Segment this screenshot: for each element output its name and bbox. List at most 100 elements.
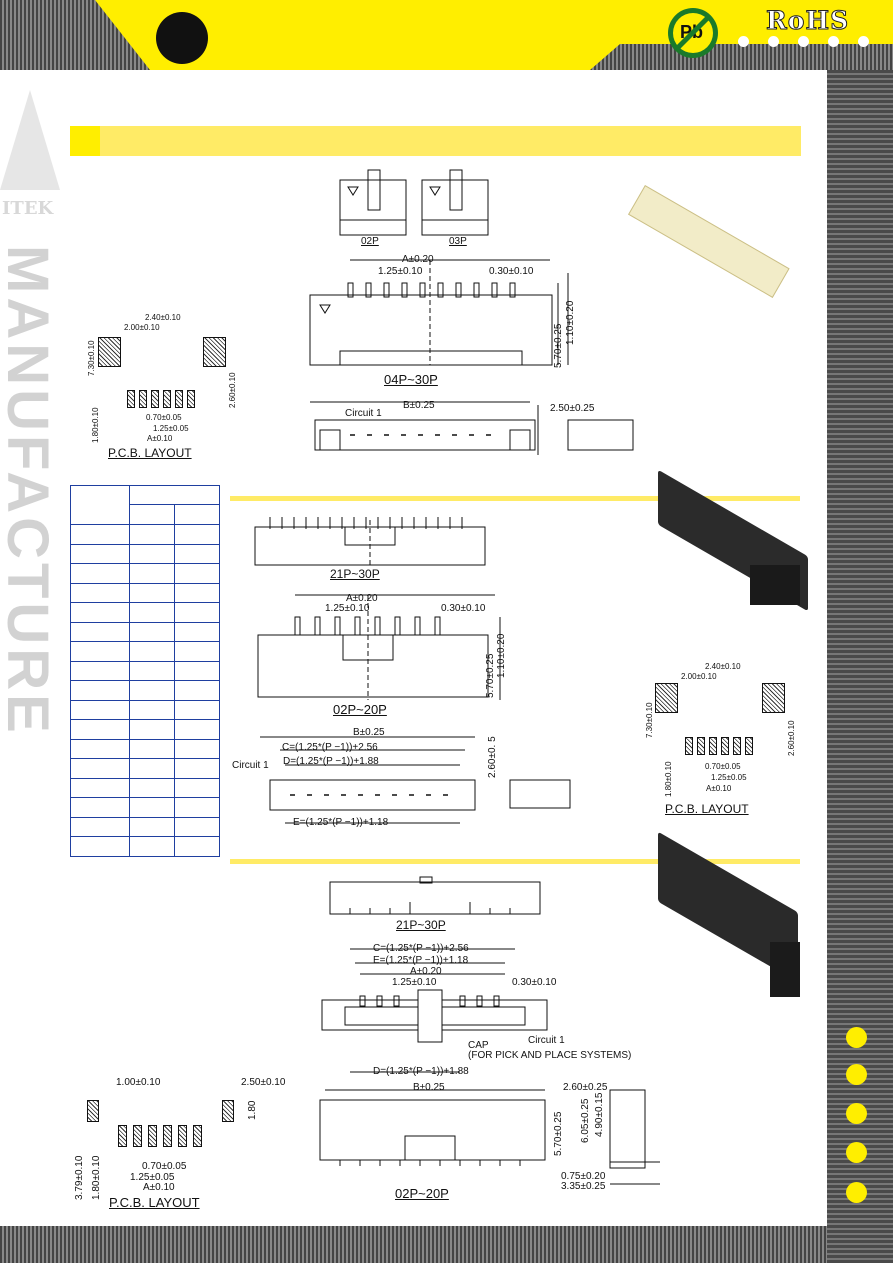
d3-circuit-label: Circuit 1: [528, 1035, 565, 1046]
d2-dim-pinw: 0.30±0.10: [441, 603, 486, 614]
d1-pcb-pad-left: [98, 337, 121, 367]
d1-pcb-d1: 2.40±0.10: [145, 313, 181, 322]
d1-pcb-d5: 0.70±0.05: [146, 413, 182, 422]
d1-pcb-label: P.C.B. LAYOUT: [108, 446, 192, 460]
header-dot-2: [768, 36, 779, 47]
d3-pcb-d2: 2.50±0.10: [241, 1077, 286, 1088]
d1-pcb-d7: A±0.10: [147, 434, 173, 443]
watermark-logo: ITEK: [0, 90, 60, 230]
watermark-vertical-text: CONNECTORS MANUFACTURE: [0, 245, 54, 737]
d3-dim-w2: 0.75±0.20: [561, 1171, 606, 1182]
d3-pcb-d6: 0.70±0.05: [142, 1161, 187, 1172]
d2-pcb-d2: 2.00±0.10: [681, 672, 717, 681]
d2-dim-a: A±0.20: [346, 593, 378, 604]
d2-dim-h2: 1.10±0.20: [496, 633, 507, 678]
d3-dim-w3: 3.35±0.25: [561, 1181, 606, 1192]
d1-pcb-d8: 1.80±0.10: [91, 407, 100, 443]
table-row: [70, 836, 220, 857]
d2-dim-pitch: 1.25±0.10: [325, 603, 370, 614]
table-row: [70, 621, 220, 642]
table-row: [70, 582, 220, 603]
d1-pcb-d6: 1.25±0.05: [153, 424, 189, 433]
drawing1-top-views: [309, 169, 634, 455]
d2-dim-depth: 2.60±0. 5: [487, 736, 498, 778]
table-row: [70, 524, 220, 545]
product-photo-1: [628, 165, 810, 298]
d1-dim-h2: 1.10±0.20: [565, 300, 576, 345]
d3-range-b: 02P~20P: [395, 1186, 449, 1201]
d3-pcb-d5: 1.80±0.10: [91, 1155, 102, 1200]
table-row: [70, 758, 220, 779]
header-dot-5: [858, 36, 869, 47]
d3-pcb-label: P.C.B. LAYOUT: [109, 1195, 200, 1210]
section-divider-2: [230, 496, 800, 501]
section-divider-3: [230, 859, 800, 864]
table-row: [70, 543, 220, 564]
d1-pcb-pins: [127, 390, 197, 408]
header-dot-4: [828, 36, 839, 47]
side-dot-3: [846, 1103, 867, 1124]
d2-dim-d: D=(1.25*(P −1))+1.88: [283, 756, 379, 767]
d3-dim-d: D=(1.25*(P −1))+1.88: [373, 1066, 469, 1077]
d3-dim-h3: 4.90±0.15: [594, 1092, 605, 1137]
side-dot-2: [846, 1064, 867, 1085]
bottom-stripe-band: [0, 1226, 827, 1263]
d2-pcb-d7: A±0.10: [706, 784, 732, 793]
d2-pcb-label: P.C.B. LAYOUT: [665, 802, 749, 816]
watermark-logo-text: ITEK: [2, 198, 54, 219]
table-header-row: [70, 484, 220, 525]
d2-pcb-d5: 0.70±0.05: [705, 762, 741, 771]
d3-pcb-d4: 3.79±0.10: [74, 1155, 85, 1200]
d2-pcb-pad-left: [655, 683, 678, 713]
d2-dim-b: B±0.25: [353, 727, 385, 738]
d3-dim-c: C=(1.25*(P −1))+2.56: [373, 943, 469, 954]
d2-range-a: 21P~30P: [330, 567, 380, 581]
d3-dim-h1: 5.70±0.25: [553, 1111, 564, 1156]
d3-dim-w1: 2.60±0.25: [563, 1082, 608, 1093]
rohs-label: RoHS: [765, 6, 850, 36]
d2-circuit-label: Circuit 1: [232, 760, 269, 771]
table-row: [70, 797, 220, 818]
header-dot-1: [738, 36, 749, 47]
d3-pcb-d7: 1.25±0.05: [130, 1172, 175, 1183]
d2-pcb-pad-right: [762, 683, 785, 713]
table-row: [70, 660, 220, 681]
d1-dim-depth: 2.50±0.25: [550, 403, 595, 414]
d2-dim-c: C=(1.25*(P −1))+2.56: [282, 742, 378, 753]
d1-dim-h1: 5.70±0.25: [553, 323, 564, 368]
d3-cap-label: CAP: [468, 1040, 489, 1051]
d3-range-a: 21P~30P: [396, 918, 446, 932]
d3-pcb-pad-left: [87, 1100, 99, 1122]
table-row: [70, 699, 220, 720]
d1-dim-a: A±0.20: [402, 254, 434, 265]
pb-free-icon: Pb: [668, 8, 718, 58]
d2-pcb-d3: 7.30±0.10: [645, 702, 654, 738]
d3-pcb-pins: [118, 1125, 208, 1147]
d3-dim-pinw: 0.30±0.10: [512, 977, 557, 988]
header-stripe-right: [590, 44, 893, 70]
table-row: [70, 738, 220, 759]
d3-pcb-d3: 1.80: [247, 1100, 258, 1120]
d1-pcb-pad-right: [203, 337, 226, 367]
d3-dim-b: B±0.25: [413, 1082, 445, 1093]
d1-dim-pinw: 0.30±0.10: [489, 266, 534, 277]
d2-pcb-d1: 2.40±0.10: [705, 662, 741, 671]
d2-dim-e: E=(1.25*(P −1))+1.18: [293, 817, 389, 828]
drawing3-views: [319, 876, 660, 1185]
table-row: [70, 816, 220, 837]
header-dot-3: [798, 36, 809, 47]
side-dot-5: [846, 1182, 867, 1203]
d2-pcb-d4: 2.60±0.10: [787, 720, 796, 756]
d3-cap-note: (FOR PICK AND PLACE SYSTEMS): [468, 1050, 632, 1061]
spec-table: [70, 484, 220, 857]
section-title-bar: [70, 126, 801, 156]
d2-range-b: 02P~20P: [333, 702, 387, 717]
drawing2-views: [254, 517, 571, 824]
table-row: [70, 680, 220, 701]
d1-range-label: 04P~30P: [384, 372, 438, 387]
d3-dim-a: A±0.20: [410, 966, 442, 977]
side-dot-4: [846, 1142, 867, 1163]
product-photo-3: [650, 831, 810, 1002]
table-row: [70, 777, 220, 798]
d2-pcb-d6: 1.25±0.05: [711, 773, 747, 782]
